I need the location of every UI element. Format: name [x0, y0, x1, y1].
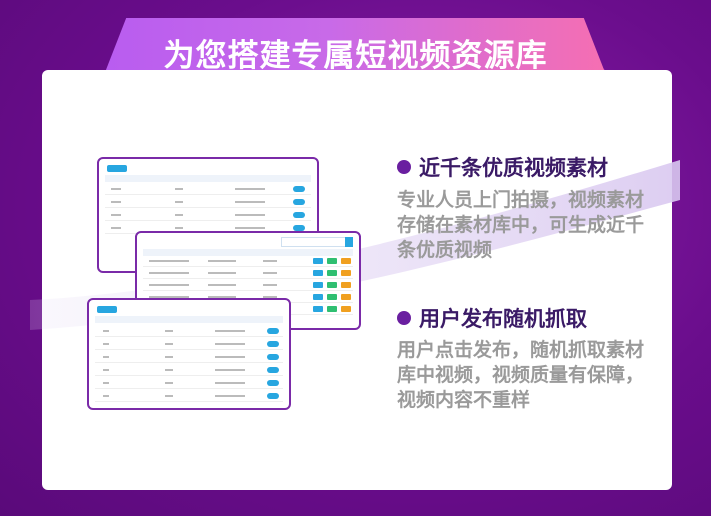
feature-heading-2-text: 用户发布随机抓取	[419, 307, 587, 331]
feature-description-2: 用户点击发布，随机抓取素材库中视频，视频质量有保障，视频内容不重样	[397, 339, 645, 411]
page-title: 为您搭建专属短视频资源库	[163, 38, 548, 74]
screenshot-back	[97, 157, 319, 273]
bullet-dot-icon	[397, 311, 411, 325]
feature-heading-1-text: 近千条优质视频素材	[419, 156, 608, 180]
feature-heading-1: 近千条优质视频素材	[397, 152, 608, 182]
feature-description-1: 专业人员上门拍摄，视频素材存储在素材库中，可生成近千条优质视频	[397, 189, 645, 261]
screenshot-front	[87, 298, 291, 410]
feature-heading-2: 用户发布随机抓取	[397, 303, 587, 333]
bullet-dot-icon	[397, 160, 411, 174]
